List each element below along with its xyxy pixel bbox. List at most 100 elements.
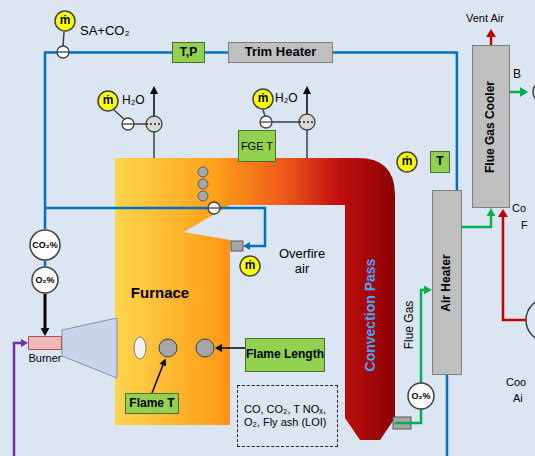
text-label: F	[521, 219, 528, 232]
water-out-line	[510, 91, 521, 94]
node-text: CO, CO₂, T NOₓ, O₂, Fly ash (LOI)	[244, 403, 331, 428]
node-text: ṁ	[258, 92, 269, 106]
flame-port	[134, 337, 146, 359]
flow-meter	[208, 202, 220, 214]
node-text: FGE T	[241, 140, 273, 153]
overfire-air-line	[45, 208, 265, 246]
drum-level	[299, 121, 315, 122]
flame-sensor	[159, 339, 177, 357]
node-text: Air Heater	[440, 254, 454, 311]
node-text: ṁ	[103, 94, 114, 108]
sensor-box: FGE T	[238, 130, 276, 162]
steam-drum	[299, 114, 315, 130]
sensor-box: T	[430, 151, 450, 173]
sensor-box: Flame T	[125, 393, 179, 414]
circle-outline	[408, 383, 434, 409]
flow-meter	[122, 118, 134, 130]
text-label: Co	[512, 202, 526, 215]
steam-drum	[299, 114, 315, 130]
circle-outline	[55, 11, 75, 31]
water-line	[134, 123, 146, 125]
arrow-head	[41, 328, 50, 336]
flow-line	[45, 53, 172, 230]
text-label: Ai	[513, 392, 523, 405]
air-line	[446, 375, 449, 456]
flow-line	[205, 52, 228, 53]
flow-line	[205, 51, 228, 54]
flow-meter	[260, 116, 272, 128]
water-out-arrowhead	[520, 87, 528, 97]
flow-indicator: ṁ	[252, 88, 274, 110]
flow-line	[41, 294, 50, 336]
text-label: B	[513, 68, 521, 82]
flow-meter	[57, 46, 69, 58]
furnace-region: Furnace	[122, 281, 198, 305]
node-text: Flame Length	[246, 348, 324, 362]
circle-outline	[30, 230, 60, 260]
furnace-shape	[115, 158, 395, 440]
sensor-box: T,P	[172, 42, 205, 63]
flow-meter-mark	[57, 51, 69, 52]
steam-drum	[146, 116, 162, 132]
flow-meter-mark	[208, 207, 220, 208]
overfire-arrowhead	[243, 242, 250, 250]
steam-arrowhead	[150, 86, 158, 94]
burner-throat	[62, 318, 117, 378]
node-text: T,P	[180, 46, 197, 60]
fge-sensor-dot	[198, 179, 208, 189]
text-label: H₂O	[275, 92, 298, 106]
cooling-air-line	[503, 217, 526, 320]
measurement-box: CO, CO₂, T NOₓ, O₂, Fly ash (LOI)	[237, 385, 338, 447]
circle-outline	[32, 267, 58, 293]
flow-meter-mark	[122, 123, 134, 124]
analyzer-circle: CO₂%	[29, 229, 61, 261]
node-text: Furnace	[131, 284, 189, 301]
node-text: ṁ	[245, 259, 256, 273]
text-label: SA+CO₂	[80, 24, 129, 39]
drum-level	[146, 123, 162, 124]
meter-stem	[63, 32, 64, 46]
flow-line	[333, 53, 457, 191]
vent-air-arrowhead	[486, 29, 496, 37]
steam-drum	[146, 116, 162, 132]
fuel-line	[14, 343, 21, 456]
pump-symbol	[533, 80, 535, 104]
text-label: H₂O	[122, 94, 145, 108]
overfire-port	[231, 241, 243, 251]
leader-line	[152, 365, 163, 393]
node-text: ṁ	[60, 14, 71, 28]
node-text: CO₂%	[32, 240, 58, 250]
fan-symbol	[526, 298, 535, 342]
water-line	[272, 121, 299, 123]
equipment-box: Trim Heater	[228, 42, 333, 63]
node-text: T	[436, 155, 443, 169]
circle-outline	[98, 91, 118, 111]
vent-air-line	[490, 36, 493, 45]
flow-indicator: ṁ	[239, 255, 261, 277]
arrow-head	[424, 286, 432, 295]
flow-line	[462, 208, 495, 227]
circle-outline	[253, 89, 273, 109]
analyzer-circle: O₂%	[407, 382, 435, 410]
leader-arrowhead	[160, 359, 167, 367]
node-text: O₂%	[411, 391, 430, 401]
flow-meter-mark	[260, 121, 272, 122]
flow-line	[44, 294, 47, 330]
text-label: Coo	[506, 376, 526, 389]
circle-outline	[240, 256, 260, 276]
node-text: Convection Pass	[362, 259, 378, 372]
equipment-box: Air Heater	[432, 190, 462, 375]
text-label: Vent Air	[466, 12, 504, 25]
text-label: Flue Gas	[403, 301, 417, 350]
flow-meter	[122, 118, 134, 130]
flow-meter	[57, 46, 69, 58]
flow-meter	[208, 202, 220, 214]
flow-indicator: ṁ	[97, 90, 119, 112]
equipment-box: Flue Gas Cooler	[472, 45, 510, 208]
water-line	[114, 110, 124, 119]
sensor-box: Flame Length	[245, 338, 325, 372]
leader-arrowhead	[215, 344, 222, 352]
node-text: O₂%	[35, 275, 54, 285]
